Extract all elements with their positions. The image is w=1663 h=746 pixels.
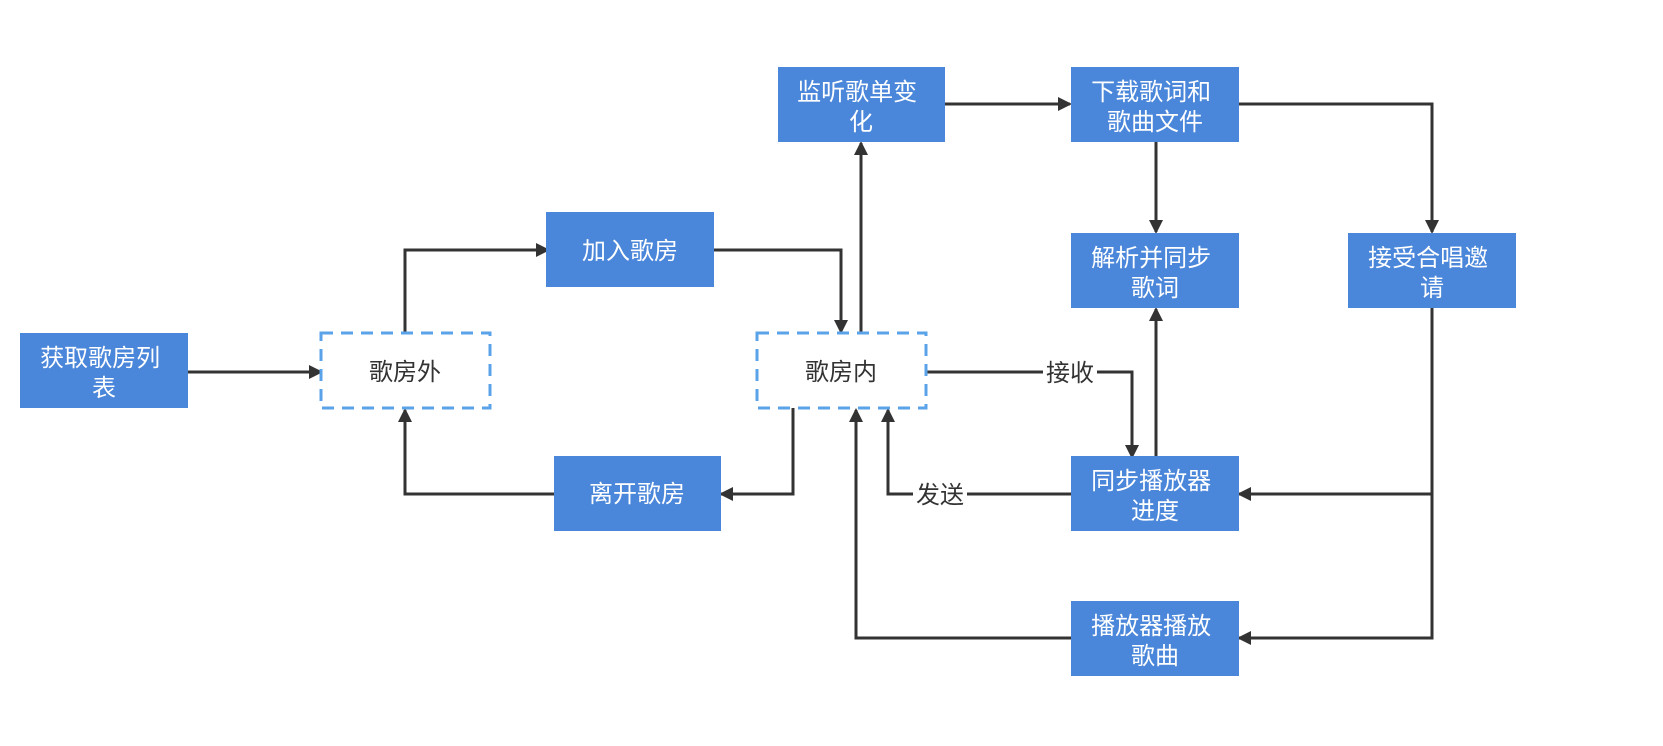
- node-accept-invite-line-1: 接受合唱邀: [1368, 244, 1488, 272]
- svg-text:监听歌单变 化: 监听歌单变 化: [797, 78, 925, 136]
- edge-sync-to-inside-send: [881, 408, 1072, 496]
- node-watch-playlist[interactable]: 监听歌单变 化: [778, 67, 945, 142]
- node-accept-invite[interactable]: 接受合唱邀 请: [1348, 233, 1516, 308]
- edge-leave-to-outside: [398, 408, 554, 496]
- svg-text:接受合唱邀 请: 接受合唱邀 请: [1368, 244, 1496, 302]
- node-parse-lyrics-line-2: 歌词: [1131, 274, 1179, 302]
- edge-labels: 接收 发送: [913, 356, 1097, 510]
- node-leave-room-line-1: 离开歌房: [589, 480, 685, 508]
- edge-play-to-inside: [849, 408, 1072, 640]
- state-outside-room[interactable]: 歌房外: [319, 331, 492, 410]
- node-parse-lyrics[interactable]: 解析并同步 歌词: [1071, 233, 1239, 308]
- node-join-room-line-1: 加入歌房: [582, 237, 678, 265]
- edge-outside-to-join: [403, 243, 550, 332]
- node-watch-playlist-line-1: 监听歌单变: [797, 78, 917, 106]
- svg-text:同步播放器 进度: 同步播放器 进度: [1091, 467, 1219, 525]
- node-join-room[interactable]: 加入歌房: [546, 212, 714, 287]
- edge-inside-to-leave: [719, 408, 795, 501]
- node-sync-progress-line-1: 同步播放器: [1091, 467, 1211, 495]
- state-inside-room-label: 歌房内: [805, 358, 877, 386]
- edge-download-to-accept: [1238, 102, 1439, 234]
- node-play-song[interactable]: 播放器播放 歌曲: [1071, 601, 1239, 676]
- edge-inside-to-sync-receive: [927, 370, 1139, 459]
- node-play-song-line-2: 歌曲: [1131, 642, 1179, 670]
- node-get-room-list-line-2: 表: [92, 374, 116, 402]
- node-get-room-list-line-1: 获取歌房列: [40, 344, 160, 372]
- state-outside-room-label: 歌房外: [369, 358, 441, 386]
- node-download-files-line-2: 歌曲文件: [1107, 108, 1203, 136]
- edge-accept-to-sync: [1237, 308, 1434, 501]
- node-sync-progress-line-2: 进度: [1131, 497, 1179, 525]
- edge-join-to-inside: [714, 248, 848, 334]
- state-inside-room[interactable]: 歌房内: [755, 331, 928, 410]
- svg-text:解析并同步 歌词: 解析并同步 歌词: [1091, 244, 1219, 302]
- node-sync-progress[interactable]: 同步播放器 进度: [1071, 456, 1239, 531]
- svg-text:下载歌词和 歌曲文件: 下载歌词和 歌曲文件: [1091, 78, 1219, 136]
- node-download-files-line-1: 下载歌词和: [1091, 78, 1211, 106]
- edge-accept-to-play: [1237, 494, 1434, 645]
- node-download-files[interactable]: 下载歌词和 歌曲文件: [1071, 67, 1239, 142]
- node-get-room-list[interactable]: 获取歌房列 表: [20, 333, 188, 408]
- node-accept-invite-line-2: 请: [1420, 274, 1444, 302]
- node-play-song-line-1: 播放器播放: [1091, 612, 1211, 640]
- node-leave-room[interactable]: 离开歌房: [554, 456, 721, 531]
- edge-label-send: 发送: [916, 481, 964, 509]
- node-parse-lyrics-line-1: 解析并同步: [1091, 244, 1211, 272]
- edges: [188, 97, 1439, 645]
- svg-text:获取歌房列 表: 获取歌房列 表: [40, 344, 168, 402]
- edge-label-receive: 接收: [1046, 359, 1094, 387]
- svg-text:播放器播放 歌曲: 播放器播放 歌曲: [1091, 612, 1219, 670]
- nodes: 获取歌房列 表 加入歌房 离开歌房 监听歌单变 化 下载歌词和 歌曲文件: [20, 67, 1516, 676]
- node-watch-playlist-line-2: 化: [849, 108, 873, 136]
